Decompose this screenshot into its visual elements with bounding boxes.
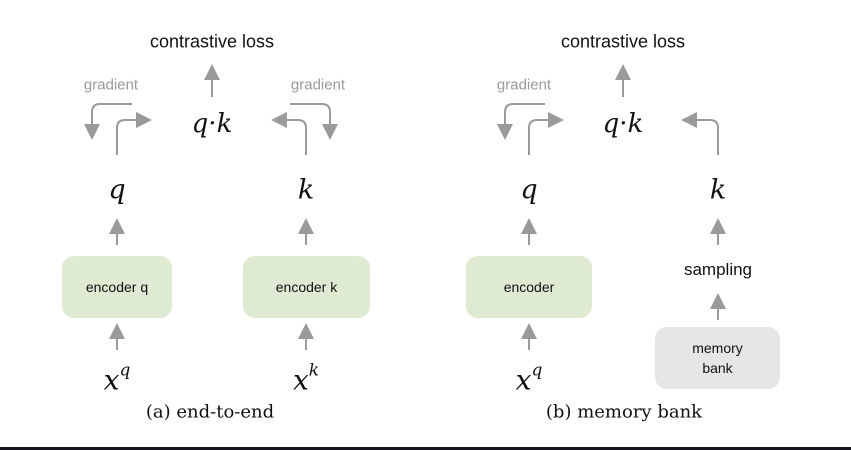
arrow-k-to-qk-b: [681, 112, 719, 155]
caption-b: (b) memory bank: [545, 401, 703, 423]
bottom-border: [0, 447, 851, 450]
input-xk-sup: k: [308, 360, 320, 381]
input-xq-sup: q: [119, 360, 131, 381]
gradient-label-right-a: gradient: [290, 76, 346, 94]
query-q-b: q: [520, 174, 538, 206]
arrow-q-to-qk-b: [528, 112, 564, 155]
similarity-qk-a: q·k: [191, 109, 233, 139]
gradient-arrow-right-a: [290, 103, 338, 140]
gradient-label-left-a: gradient: [83, 76, 139, 94]
input-xq-base: x: [103, 363, 120, 397]
memory-bank-label: memory bank: [692, 340, 743, 376]
sampling-label: sampling: [683, 260, 753, 279]
memory-bank-box: memory bank: [655, 327, 780, 389]
input-xq-a: xq: [103, 360, 131, 397]
arrow-k-to-qk-a: [271, 112, 307, 155]
caption-a: (a) end-to-end: [145, 401, 275, 423]
query-q-a: q: [108, 174, 126, 206]
gradient-arrow-left-b: [497, 103, 545, 140]
arrow-q-to-qk-a: [116, 112, 152, 155]
encoder-q-box: encoder q: [62, 256, 172, 318]
encoder-k-label: encoder k: [275, 279, 338, 295]
key-k-a: k: [297, 174, 315, 206]
input-xq-base-b: x: [515, 363, 532, 397]
encoder-q-label: encoder q: [85, 279, 149, 295]
input-xq-sup-b: q: [531, 360, 543, 381]
input-xk-base: x: [292, 363, 309, 397]
encoder-box-b: encoder: [466, 256, 592, 318]
gradient-label-left-b: gradient: [496, 76, 552, 94]
similarity-qk-b: q·k: [602, 109, 644, 139]
contrastive-loss-label-b: contrastive loss: [560, 31, 686, 52]
key-k-b: k: [709, 174, 727, 206]
encoder-label-b: encoder: [503, 279, 555, 295]
input-xq-b: xq: [515, 360, 543, 397]
gradient-arrow-left-a: [84, 103, 132, 140]
contrastive-loss-label-a: contrastive loss: [149, 31, 275, 52]
encoder-k-box: encoder k: [243, 256, 370, 318]
input-xk-a: xk: [292, 360, 319, 397]
